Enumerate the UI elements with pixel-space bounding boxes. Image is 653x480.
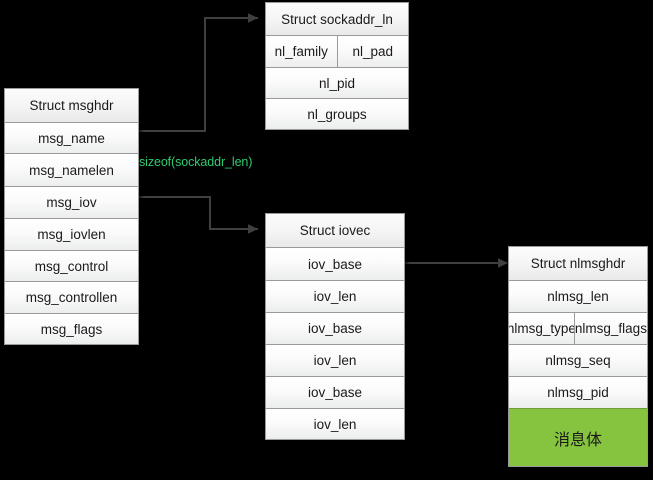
field-nlmsg-pid[interactable]: nlmsg_pid bbox=[509, 376, 647, 408]
field-msg-controllen[interactable]: msg_controllen bbox=[5, 281, 138, 314]
field-msg-flags[interactable]: msg_flags bbox=[5, 313, 138, 344]
field-iov-len-0[interactable]: iov_len bbox=[266, 280, 404, 312]
connector-msg-name-to-sockaddr bbox=[139, 13, 258, 132]
field-nl-family[interactable]: nl_family bbox=[274, 44, 328, 59]
connector-iov-base-to-nlmsghdr bbox=[405, 258, 508, 268]
struct-nlmsghdr: Struct nlmsghdr nlmsg_len nlmsg_type nlm… bbox=[508, 246, 648, 467]
field-iov-base-2[interactable]: iov_base bbox=[266, 376, 404, 408]
field-msg-name[interactable]: msg_name bbox=[5, 121, 138, 154]
field-iov-len-2[interactable]: iov_len bbox=[266, 408, 404, 439]
field-nlmsg-flags[interactable]: nlmsg_flags bbox=[573, 313, 647, 344]
field-msg-control[interactable]: msg_control bbox=[5, 249, 138, 282]
struct-sockaddr-nl: Struct sockaddr_ln nl_family nl_pad nl_p… bbox=[265, 2, 409, 130]
field-nl-pad[interactable]: nl_pad bbox=[336, 36, 409, 67]
struct-iovec-title: Struct iovec bbox=[266, 214, 404, 247]
struct-nlmsghdr-title: Struct nlmsghdr bbox=[509, 247, 647, 280]
field-nlmsg-len[interactable]: nlmsg_len bbox=[509, 280, 647, 312]
field-iov-base-1[interactable]: iov_base bbox=[266, 312, 404, 344]
struct-iovec: Struct iovec iov_base iov_len iov_base i… bbox=[265, 213, 405, 440]
field-nl-groups[interactable]: nl_groups bbox=[266, 98, 408, 129]
field-nl-pid[interactable]: nl_pid bbox=[266, 67, 408, 98]
connector-msg-iov-to-iovec bbox=[139, 196, 258, 234]
field-msg-iov[interactable]: msg_iov bbox=[5, 186, 138, 218]
struct-msghdr: Struct msghdr msg_name msg_namelen msg_i… bbox=[4, 88, 139, 345]
field-message-payload[interactable]: 消息体 bbox=[509, 408, 647, 466]
sizeof-annotation: sizeof(sockaddr_len) bbox=[139, 155, 253, 169]
field-row-nl-family-pad: nl_family nl_pad bbox=[266, 35, 408, 67]
field-nlmsg-type[interactable]: nlmsg_type bbox=[509, 321, 574, 336]
field-iov-base-0[interactable]: iov_base bbox=[266, 247, 404, 280]
field-msg-iovlen[interactable]: msg_iovlen bbox=[5, 217, 138, 250]
field-row-nlmsg-type-flags: nlmsg_type nlmsg_flags bbox=[509, 312, 647, 344]
field-msg-namelen[interactable]: msg_namelen bbox=[5, 153, 138, 187]
field-nlmsg-seq[interactable]: nlmsg_seq bbox=[509, 344, 647, 376]
struct-sockaddr-nl-title: Struct sockaddr_ln bbox=[266, 3, 408, 35]
field-iov-len-1[interactable]: iov_len bbox=[266, 344, 404, 376]
struct-msghdr-title: Struct msghdr bbox=[5, 89, 138, 122]
